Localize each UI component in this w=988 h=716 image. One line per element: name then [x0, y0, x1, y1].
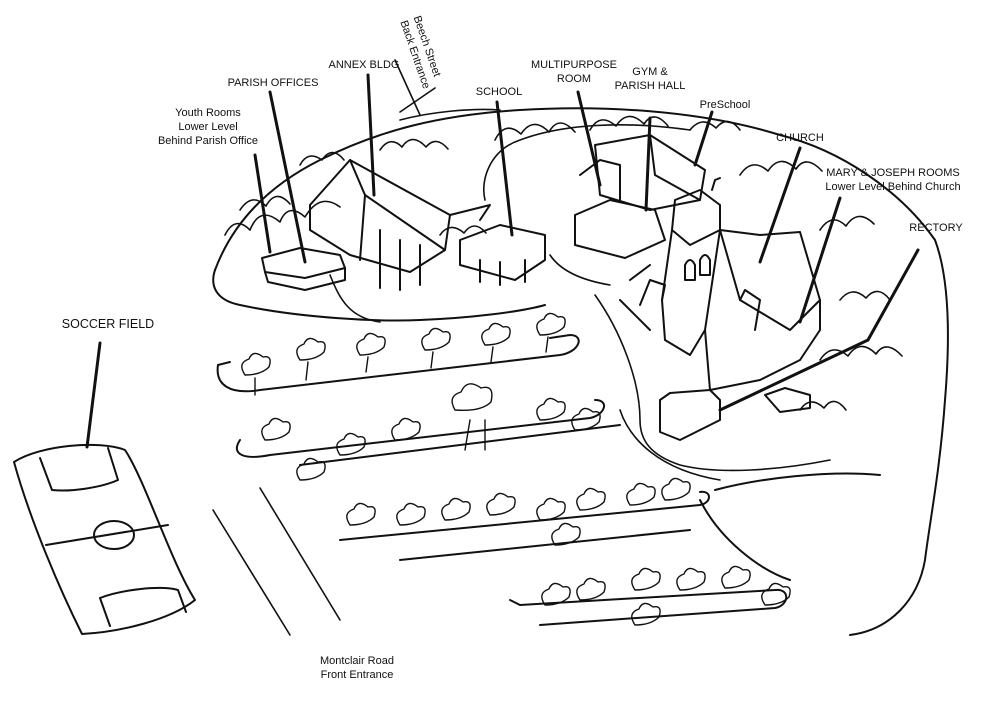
label-montclair-road: Montclair Road Front Entrance [320, 655, 394, 681]
label-multipurpose-room: MULTIPURPOSE ROOM [531, 59, 617, 85]
parking-islands [216, 334, 788, 626]
roads [212, 59, 436, 636]
tree-clusters [224, 115, 903, 411]
label-preschool: PreSchool [699, 99, 751, 111]
leader-lines [85, 73, 920, 449]
label-annex-bldg: ANNEX BLDG [328, 59, 400, 71]
campus-boundary [212, 107, 949, 636]
label-rectory: RECTORY [909, 222, 963, 234]
label-youth-rooms: Youth Rooms Lower Level Behind Parish Of… [157, 107, 259, 147]
soccer-field [13, 443, 196, 635]
label-mary-joseph-rooms: MARY & JOSEPH ROOMS Lower Level Behind C… [825, 167, 961, 193]
label-soccer-field: SOCCER FIELD [61, 317, 155, 331]
building-church [619, 177, 821, 391]
building-parish-offices [261, 247, 346, 291]
parking-trees [241, 312, 791, 626]
building-multipurpose [574, 159, 666, 259]
building-rectory [659, 387, 811, 441]
building-annex [309, 159, 491, 291]
lanes [329, 108, 831, 481]
building-school [459, 224, 546, 286]
label-church: CHURCH [776, 132, 824, 144]
label-school: SCHOOL [475, 86, 523, 98]
label-parish-offices: PARISH OFFICES [227, 77, 319, 89]
label-gym-parish-hall: GYM & PARISH HALL [614, 66, 686, 92]
